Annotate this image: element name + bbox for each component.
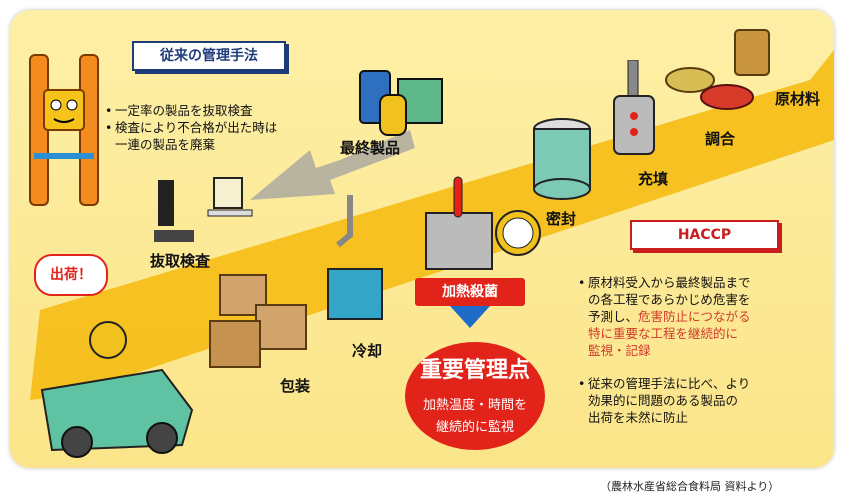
source-note: （農林水産省総合食料局 資料より） [600, 480, 780, 493]
microscope-icon [154, 177, 253, 242]
raw-materials-icon [665, 29, 770, 110]
ccp-line1: 加熱温度・時間を [422, 398, 527, 413]
label-filling: 充填 [638, 170, 669, 188]
truck-icon [40, 321, 194, 458]
shipping-bubble: 出荷！ [34, 254, 108, 296]
conventional-bullet-2: 検査により不合格が出た時は [105, 119, 315, 136]
packaging-boxes-icon [209, 274, 307, 368]
diagram-card: 従来の管理手法 一定率の製品を抜取検査 検査により不合格が出た時は 一連の製品を… [10, 10, 834, 468]
haccp-bullets: 原材料受入から最終製品まで の各工程であらかじめ危害を 予測し、危害防止につなが… [578, 274, 823, 426]
haccp-p2-line1: 従来の管理手法に比べ、より [578, 375, 823, 392]
conventional-title: 従来の管理手法 [132, 41, 286, 71]
conventional-bullets: 一定率の製品を抜取検査 検査により不合格が出た時は 一連の製品を廃棄 [105, 102, 315, 153]
haccp-p1-red2: 特に重要な工程を継続的に [588, 326, 739, 341]
final-product-icon [359, 70, 443, 136]
return-arrow [250, 130, 415, 200]
ccp-line2: 継続的に監視 [435, 420, 514, 435]
mascot-h-icon [29, 54, 99, 206]
ccp-title: 重要管理点 [419, 358, 530, 383]
filling-can-icon [533, 118, 591, 200]
haccp-p2-line3: 出荷を未然に防止 [588, 410, 689, 425]
haccp-p2-line2: 効果的に問題のある製品の [588, 393, 739, 408]
haccp-p1-line2: の各工程であらかじめ危害を [588, 292, 751, 307]
conventional-bullet-2-cont: 一連の製品を廃棄 [115, 137, 216, 152]
haccp-p1-red1: 危害防止につながる [638, 309, 751, 324]
haccp-p1-line3: 予測し、 [588, 309, 639, 324]
ccp-circle: 重要管理点 加熱温度・時間を 継続的に監視 [405, 342, 545, 450]
label-final-product: 最終製品 [340, 139, 401, 157]
label-sealing: 密封 [546, 210, 577, 228]
label-cooling: 冷却 [352, 342, 383, 360]
haccp-title: HACCP [630, 220, 779, 250]
sterilizer-icon [425, 176, 541, 270]
blending-icon [613, 60, 655, 155]
heat-sterilization-box: 加熱殺菌 [415, 278, 525, 306]
conventional-bullet-1: 一定率の製品を抜取検査 [105, 102, 315, 119]
label-raw-materials: 原材料 [775, 90, 821, 108]
haccp-p1-red3: 監視・記録 [588, 343, 651, 358]
label-blending: 調合 [705, 130, 736, 148]
label-packaging: 包装 [280, 377, 311, 395]
cooling-icon [327, 195, 383, 320]
haccp-p1-line1: 原材料受入から最終製品まで [578, 274, 823, 291]
down-arrow-icon [450, 306, 490, 328]
label-sampling: 抜取検査 [150, 252, 211, 270]
